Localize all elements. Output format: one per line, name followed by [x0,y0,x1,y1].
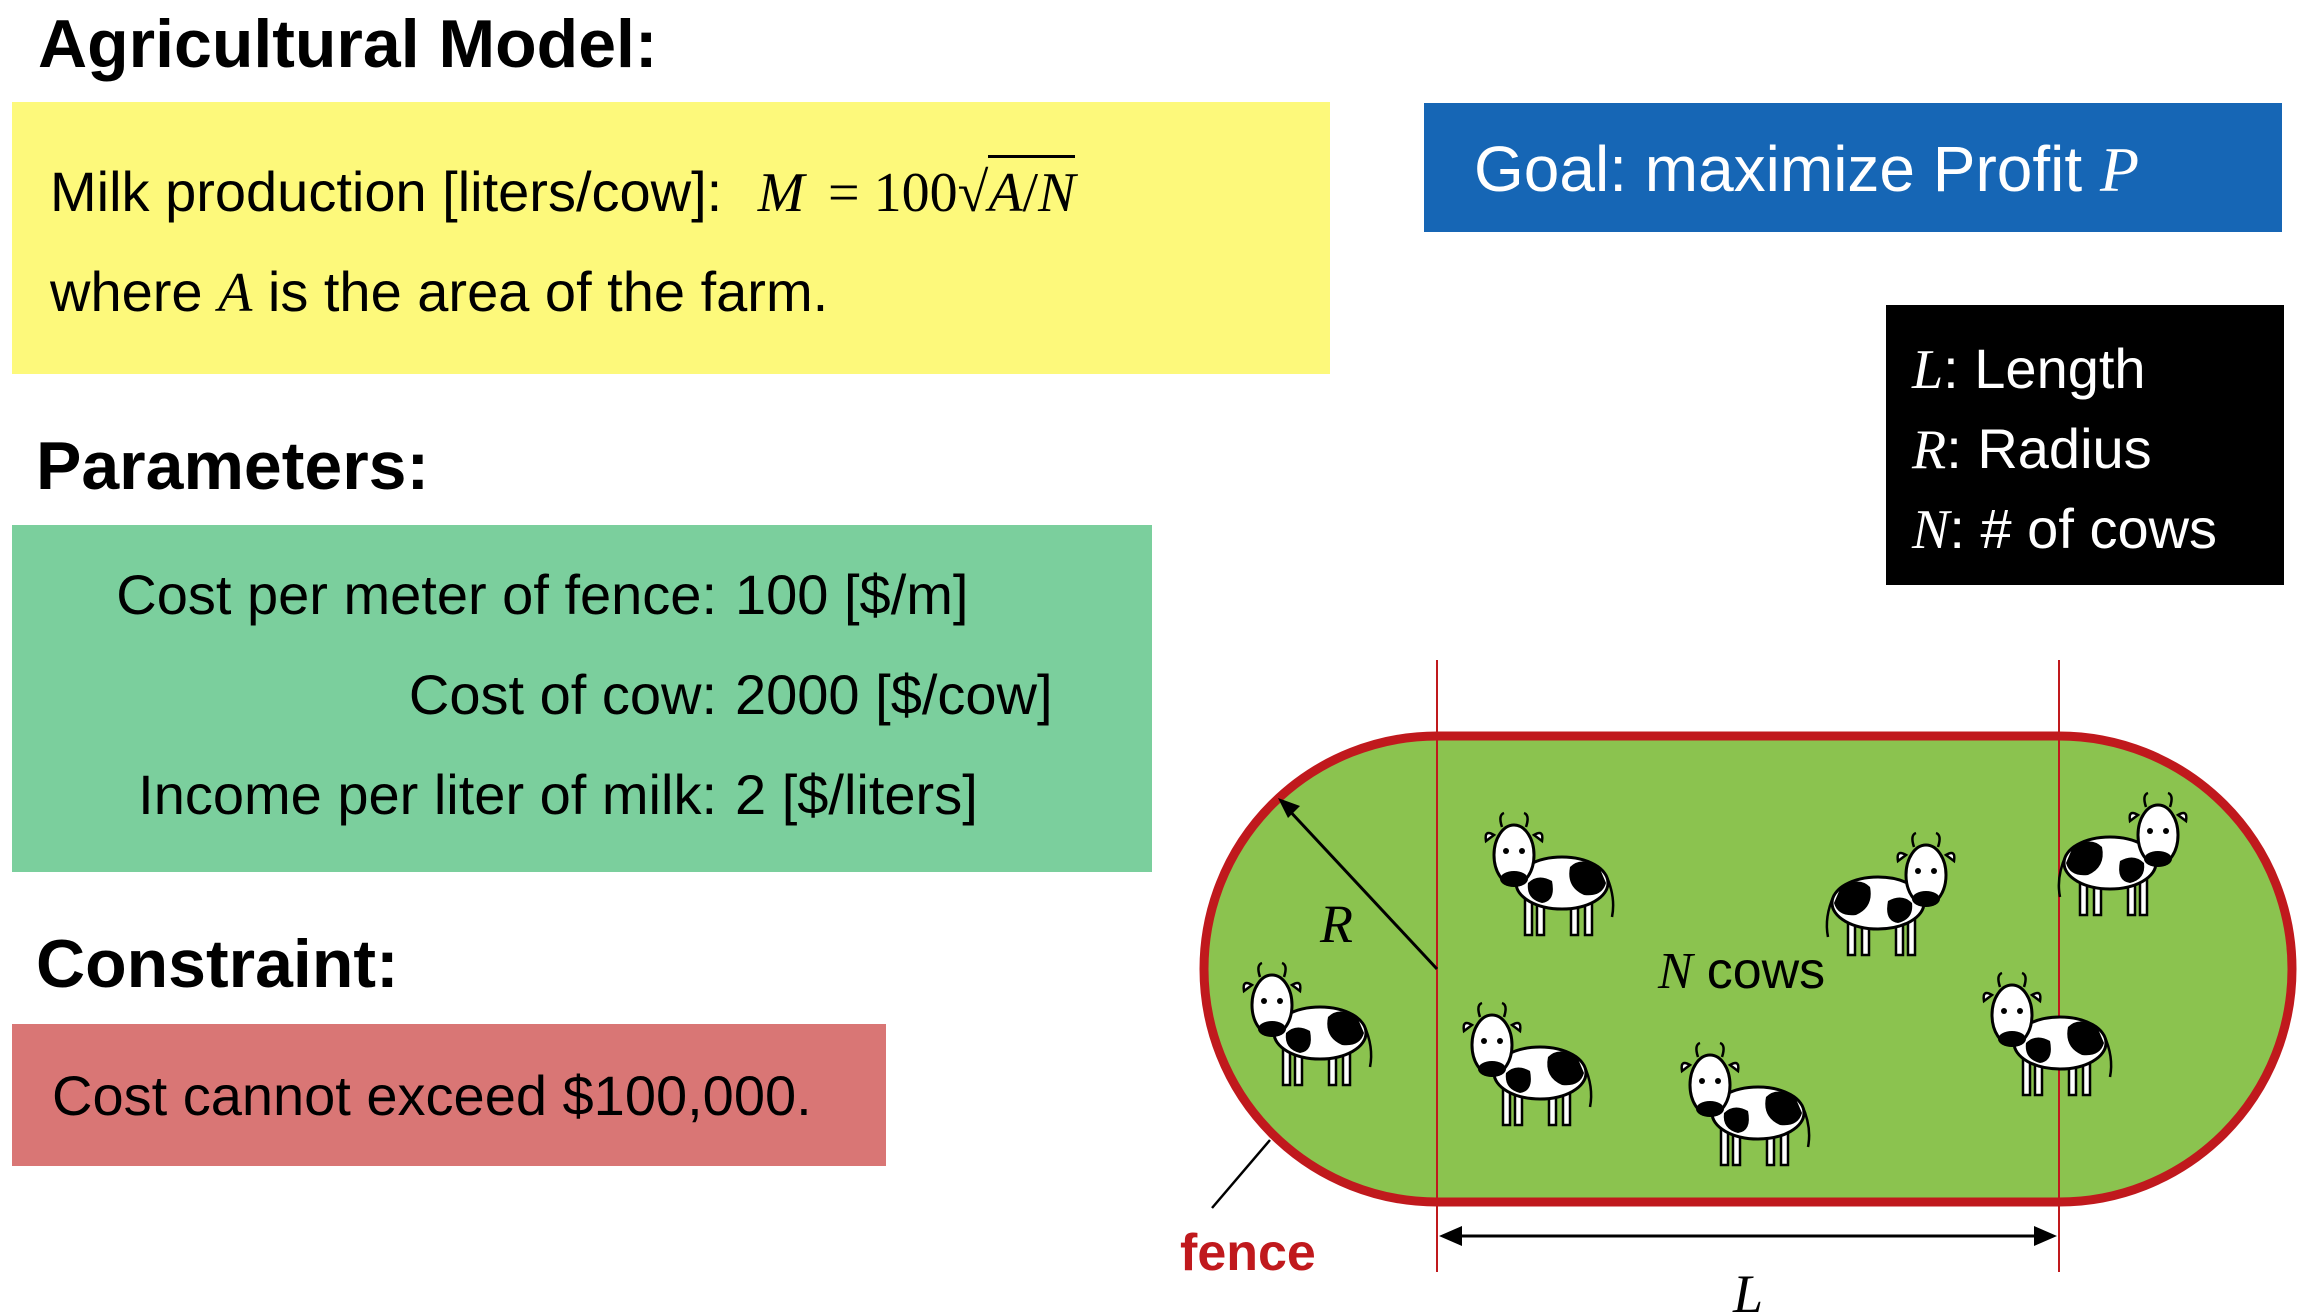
legend-item: L: Length [1912,339,2146,401]
cows-var: N [1657,943,1696,1000]
legend-box: L: Length R: Radius N: # of cows [1886,305,2284,585]
length-arrowhead-right [2034,1226,2057,1246]
constraint-heading: Constraint: [36,926,399,1002]
sqrt-sign: √ [957,162,989,224]
where-var-a: A [218,262,253,324]
parameters-heading: Parameters: [36,428,430,504]
legend-label: : Radius [1946,417,2152,480]
parameters-box: Cost per meter of fence: 100 [$/m] Cost … [12,525,1152,872]
parameter-label: Cost per meter of fence: [116,563,717,626]
parameter-label: Income per liter of milk: [138,763,717,826]
milk-var-m: M [757,162,805,224]
milk-equals: = 100 [828,162,958,224]
legend-var: L [1912,339,1944,401]
legend-label: : Length [1943,337,2146,400]
constraint-box: Cost cannot exceed $100,000. [12,1024,886,1166]
radius-arrow [1284,805,1439,971]
milk-var-a: A [988,162,1023,224]
model-heading: Agricultural Model: [38,6,658,82]
parameter-value: 2 [$/liters] [735,763,978,826]
legend-item: N: # of cows [1912,499,2217,561]
radius-arrowhead [1278,798,1300,818]
where-suffix: is the area of the farm. [267,260,829,323]
milk-slash: / [1022,162,1039,224]
cows-text: cows [1707,942,1825,1000]
legend-var: R [1912,419,1947,481]
constraint-text: Cost cannot exceed $100,000. [52,1064,812,1127]
fence-label: fence [1180,1224,1316,1282]
parameter-value: 2000 [$/cow] [735,663,1053,726]
legend-label: : # of cows [1949,497,2218,560]
goal-line: Goal: maximize Profit P [1474,137,2139,202]
legend-var: N [1912,499,1950,561]
radius-label: R [1319,894,1353,954]
goal-text: Goal: maximize Profit [1474,133,2083,205]
milk-production-label: Milk production [liters/cow]: [50,160,723,223]
model-box: Milk production [liters/cow]: M = 100√A/… [12,102,1330,374]
where-prefix: where [50,260,203,323]
fence-pointer [1211,1139,1271,1209]
goal-var-p: P [2099,134,2140,205]
length-arrowhead-left [1439,1226,1462,1246]
sqrt-radicand: A/N [988,155,1076,224]
parameter-label: Cost of cow: [408,663,717,726]
milk-production-line: Milk production [liters/cow]: M = 100√A/… [50,155,1076,224]
legend-item: R: Radius [1912,419,2152,481]
length-label: L [1732,1264,1763,1316]
goal-box: Goal: maximize Profit P [1424,103,2282,232]
parameter-value: 100 [$/m] [735,563,969,626]
milk-var-n: N [1038,162,1076,224]
area-definition-line: where A is the area of the farm. [50,262,828,324]
